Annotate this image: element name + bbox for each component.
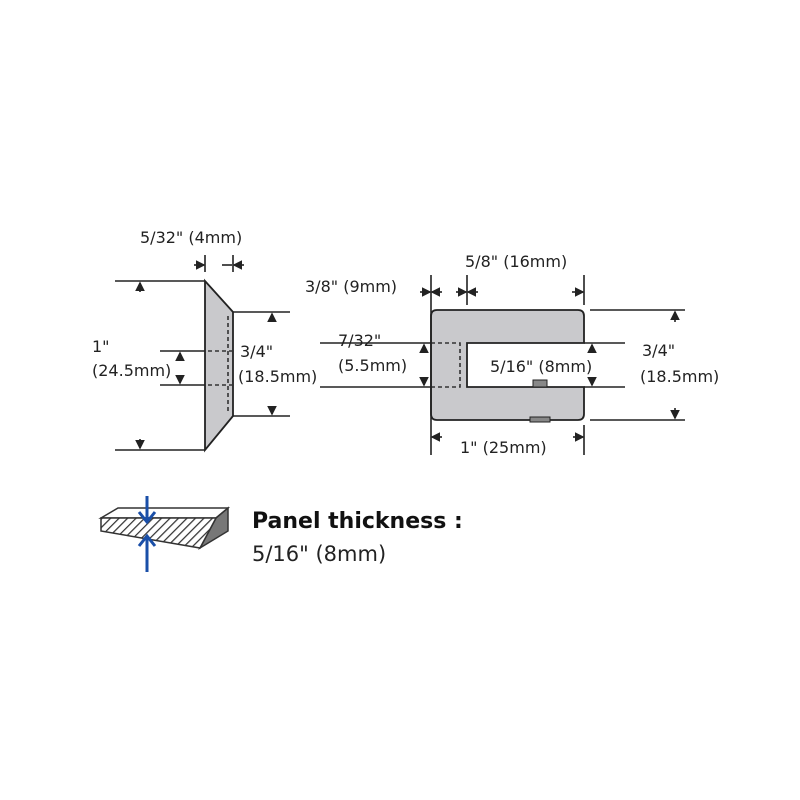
- set-screw-icon: [532, 379, 548, 388]
- side-height-in: 1": [92, 337, 110, 356]
- side-height-mm: (24.5mm): [92, 361, 171, 380]
- slot-width-label: 5/16" (8mm): [490, 357, 592, 376]
- front-view: 5/8" (16mm) 3/8" (9mm) 7/32" (5.5mm) 5/1…: [305, 252, 719, 457]
- hole-hidden-lines: [431, 342, 461, 388]
- side-inner-height-mm: (18.5mm): [238, 367, 317, 386]
- panel-thickness-legend: Panel thickness : 5/16" (8mm): [98, 496, 463, 572]
- panel-thickness-title: Panel thickness :: [252, 509, 463, 534]
- side-thickness-label: 5/32" (4mm): [140, 228, 242, 247]
- hole-hidden-lines: [208, 316, 232, 412]
- front-height-mm: (18.5mm): [640, 367, 719, 386]
- side-inner-height-in: 3/4": [240, 342, 273, 361]
- thickness-arrows-icon: [137, 496, 157, 572]
- front-height-in: 3/4": [642, 341, 675, 360]
- panel-thickness-value: 5/16" (8mm): [252, 542, 386, 566]
- glass-panel-icon: [98, 506, 231, 551]
- set-screw-bottom-icon: [529, 416, 551, 423]
- side-view: 5/32" (4mm) 1" (24.5mm) 3/4" (18.5mm): [92, 228, 317, 453]
- hole-diameter-mm: (5.5mm): [338, 356, 407, 375]
- front-width-label: 1" (25mm): [460, 438, 547, 457]
- slot-depth-label: 5/8" (16mm): [465, 252, 567, 271]
- hole-diameter-in: 7/32": [338, 331, 381, 350]
- back-thickness-label: 3/8" (9mm): [305, 277, 397, 296]
